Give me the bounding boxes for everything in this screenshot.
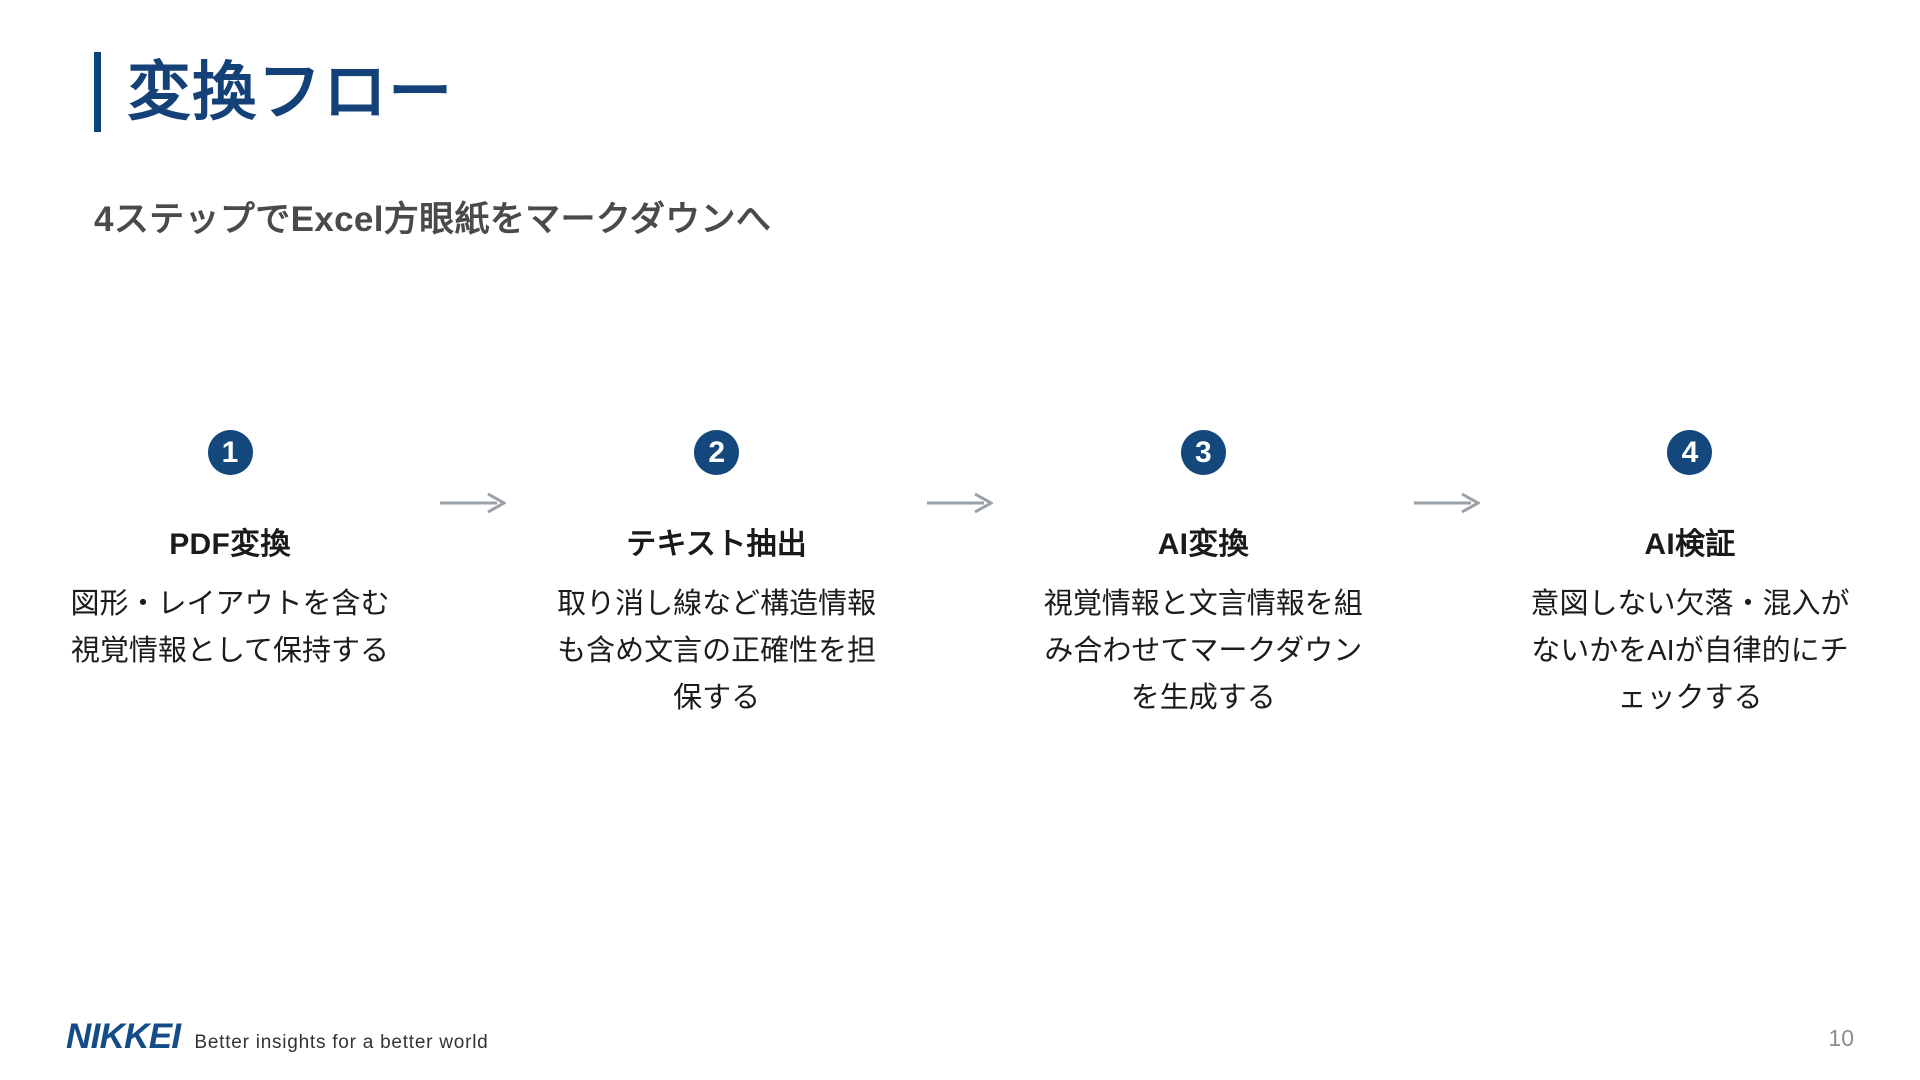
page-number: 10 <box>1828 1025 1854 1051</box>
page-title-row: 変換フロー <box>94 52 453 132</box>
flow-step-4: 4 AI検証 意図しない欠落・混入がないかをAIが自律的にチェックする <box>1500 430 1880 722</box>
nikkei-logo: NIKKEI <box>66 1017 181 1056</box>
step-description: 取り消し線など構造情報も含め文言の正確性を担保する <box>557 588 877 714</box>
slide-footer: NIKKEI Better insights for a better worl… <box>0 990 1920 1080</box>
flow-arrow-icon <box>428 492 518 514</box>
title-accent-bar <box>94 52 101 132</box>
step-description: 図形・レイアウトを含む視覚情報として保持する <box>70 588 390 667</box>
step-number-badge: 2 <box>694 430 740 475</box>
flow-step-1: 1 PDF変換 図形・レイアウトを含む視覚情報として保持する <box>40 430 420 675</box>
step-number-badge: 3 <box>1180 430 1226 475</box>
step-number-badge: 1 <box>207 430 253 475</box>
conversion-flow: 1 PDF変換 図形・レイアウトを含む視覚情報として保持する 2 テキスト抽出 … <box>40 430 1880 722</box>
step-title: テキスト抽出 <box>626 528 808 561</box>
flow-step-2: 2 テキスト抽出 取り消し線など構造情報も含め文言の正確性を担保する <box>527 430 907 722</box>
page-subtitle: 4ステップでExcel方眼紙をマークダウンへ <box>94 200 772 239</box>
flow-arrow-icon <box>1402 492 1492 514</box>
flow-step-3: 3 AI変換 視覚情報と文言情報を組み合わせてマークダウンを生成する <box>1013 430 1393 722</box>
brand-lockup: NIKKEI Better insights for a better worl… <box>66 1019 489 1054</box>
step-title: PDF変換 <box>169 528 291 561</box>
step-title: AI変換 <box>1157 528 1249 561</box>
brand-tagline: Better insights for a better world <box>194 1032 489 1053</box>
step-description: 意図しない欠落・混入がないかをAIが自律的にチェックする <box>1530 588 1850 714</box>
step-title: AI検証 <box>1644 528 1736 561</box>
flow-arrow-icon <box>915 492 1005 514</box>
step-number-badge: 4 <box>1667 430 1713 475</box>
page-title: 変換フロー <box>127 56 454 128</box>
step-description: 視覚情報と文言情報を組み合わせてマークダウンを生成する <box>1043 588 1363 714</box>
